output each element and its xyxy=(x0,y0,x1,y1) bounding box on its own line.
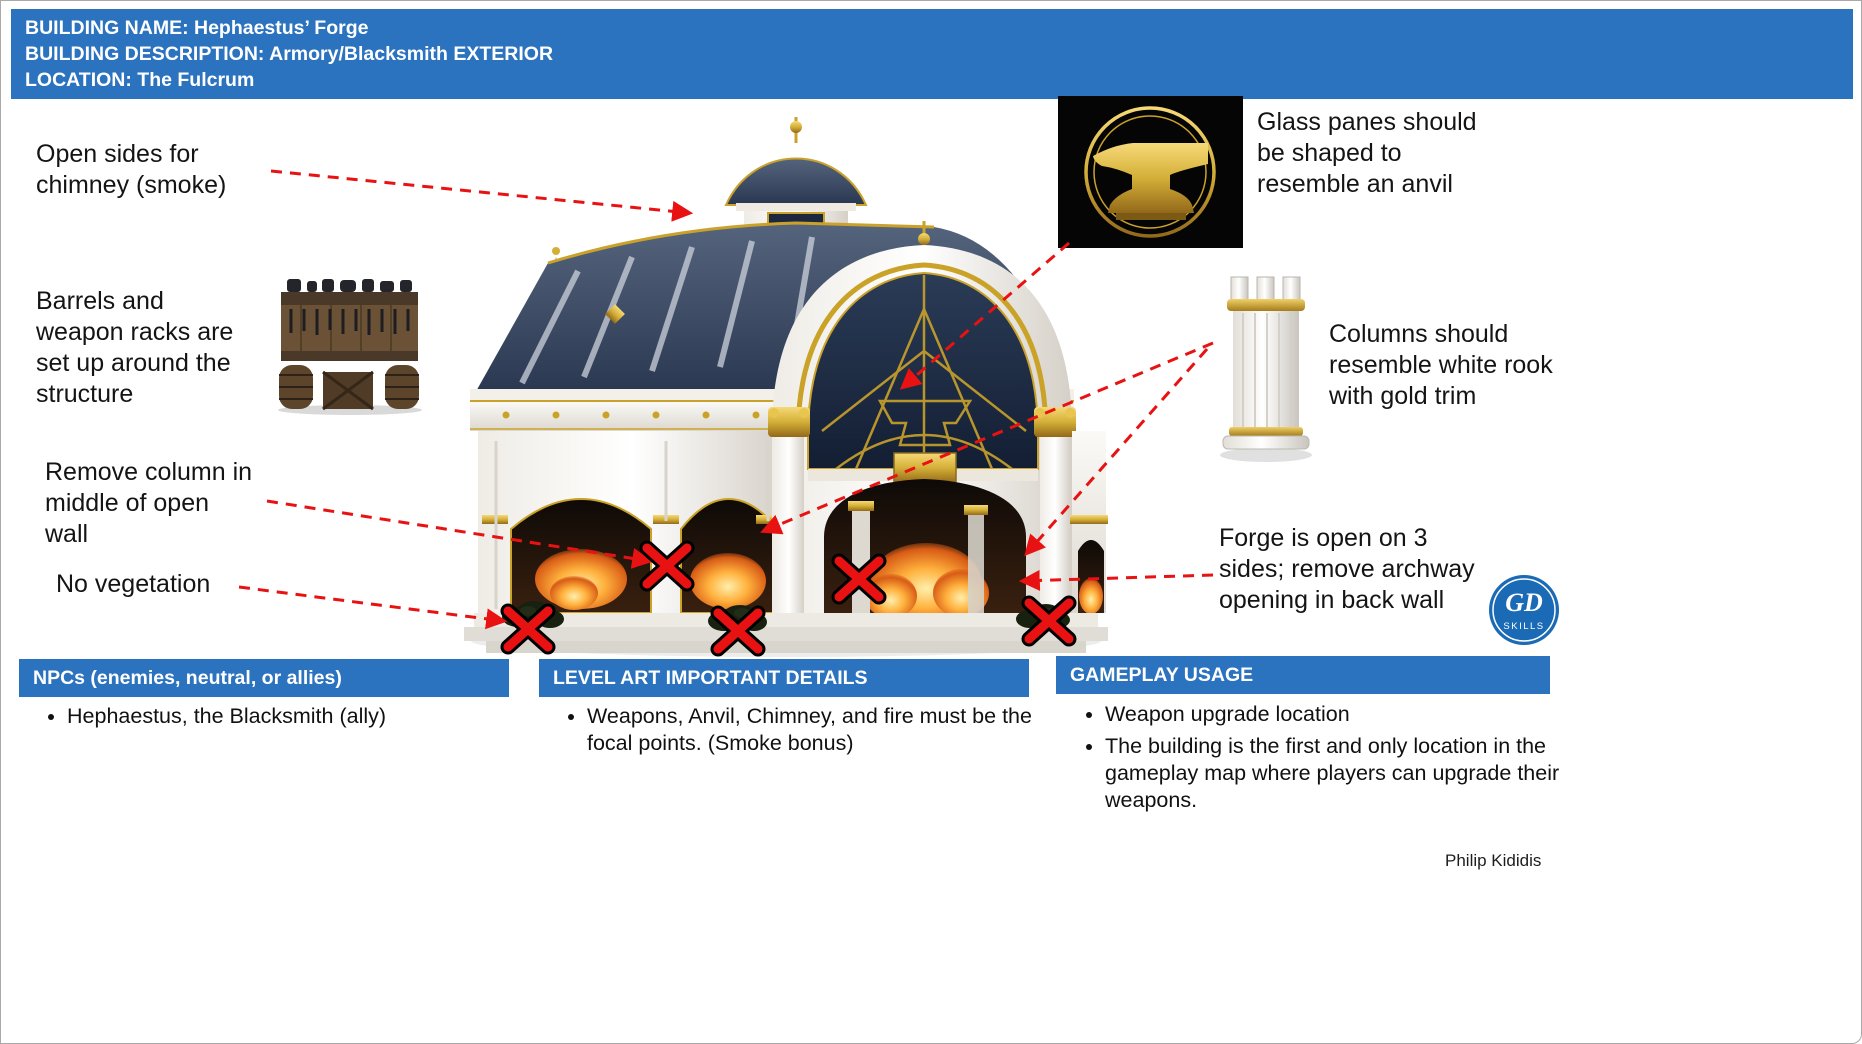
note-no-vegetation: No vegetation xyxy=(56,570,211,598)
slide-header: BUILDING NAME: Hephaestus’ Forge BUILDIN… xyxy=(11,9,1853,99)
forge-building-image xyxy=(456,101,1116,661)
author-credit: Philip Kididis xyxy=(1445,851,1542,870)
note-open-sides: Open sides for chimney (smoke) xyxy=(36,140,227,199)
note-glass-panes: Glass panes should be shaped to resemble… xyxy=(1257,108,1477,198)
npcs-panel-header: NPCs (enemies, neutral, or allies) xyxy=(19,659,509,697)
anvil-emblem-image xyxy=(1058,96,1243,248)
logo-text: SKILLS xyxy=(1503,621,1544,632)
gdskills-logo: GD SKILLS xyxy=(1487,573,1561,647)
rook-column-image xyxy=(1213,267,1319,463)
note-forge-open: Forge is open on 3 sides; remove archway… xyxy=(1219,524,1475,614)
note-remove-column: Remove column in middle of open wall xyxy=(45,458,253,548)
building-location: LOCATION: The Fulcrum xyxy=(25,69,255,91)
note-columns-rook: Columns should resemble white rook with … xyxy=(1329,320,1553,410)
building-description: BUILDING DESCRIPTION: Armory/Blacksmith … xyxy=(25,43,554,65)
gameplay-item: Weapon upgrade location xyxy=(1105,701,1575,728)
cupola xyxy=(724,117,868,237)
barrels-weapon-racks-image xyxy=(261,277,439,415)
level-art-list: Weapons, Anvil, Chimney, and fire must b… xyxy=(557,703,1032,762)
gameplay-item: The building is the first and only locat… xyxy=(1105,733,1575,814)
gameplay-list: Weapon upgrade location The building is … xyxy=(1075,701,1575,819)
npc-item: Hephaestus, the Blacksmith (ally) xyxy=(67,703,527,730)
building-name: BUILDING NAME: Hephaestus’ Forge xyxy=(25,17,369,39)
logo-monogram: GD xyxy=(1505,588,1543,617)
anvil-icon xyxy=(1093,143,1208,213)
gameplay-panel-header: GAMEPLAY USAGE xyxy=(1056,656,1550,694)
note-barrels: Barrels and weapon racks are set up arou… xyxy=(36,287,234,408)
npcs-list: Hephaestus, the Blacksmith (ally) xyxy=(37,703,527,735)
level-art-panel-header: LEVEL ART IMPORTANT DETAILS xyxy=(539,659,1029,697)
level-art-item: Weapons, Anvil, Chimney, and fire must b… xyxy=(587,703,1032,757)
